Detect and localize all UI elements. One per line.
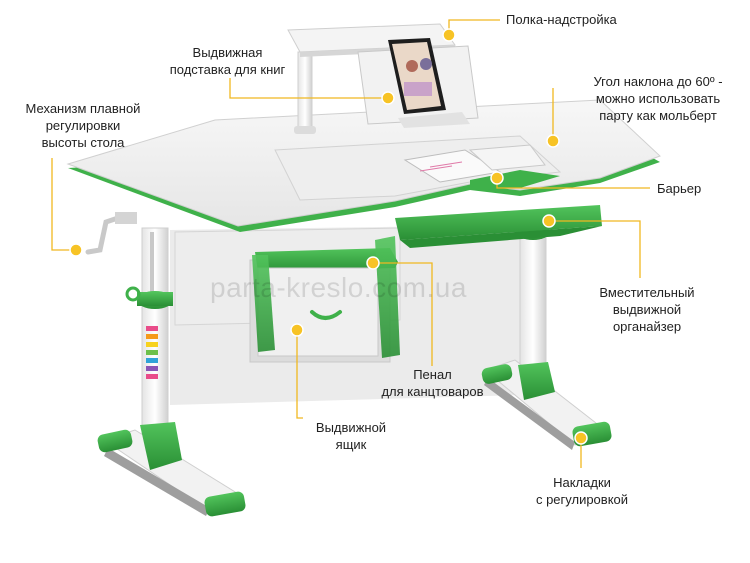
desk-top <box>66 99 661 232</box>
callout-book-stand: Выдвижная подставка для книг <box>169 45 286 77</box>
marker-tilt <box>546 134 560 148</box>
marker-shelf <box>442 28 456 42</box>
callout-shelf: Полка-надстройка <box>506 12 617 27</box>
callout-pads: Накладки с регулировкой <box>535 475 629 507</box>
marker-height-mechanism <box>69 243 83 257</box>
drawer-housing <box>174 227 401 363</box>
right-foot <box>481 359 612 450</box>
organizer <box>395 205 602 248</box>
crank-handle <box>85 212 137 255</box>
callout-barrier: Барьер <box>657 181 702 196</box>
callout-pencil-case: Пенал для канцтоваров <box>381 367 484 399</box>
callout-height-mechanism: Механизм плавной регулировки высоты стол… <box>25 101 141 150</box>
left-leg <box>125 227 173 439</box>
marker-book-stand <box>381 91 395 105</box>
marker-pencil-case <box>366 256 380 270</box>
callout-organizer: Вместительный выдвижной органайзер <box>599 285 695 334</box>
left-foot <box>97 422 246 517</box>
callout-drawer: Выдвижной ящик <box>315 420 387 452</box>
marker-pads <box>574 431 588 445</box>
book-stand <box>357 38 479 128</box>
marker-drawer <box>290 323 304 337</box>
watermark-text: parta-kreslo.com.ua <box>210 272 467 303</box>
marker-barrier <box>490 171 504 185</box>
callout-tilt-angle: Угол наклона до 60º - можно использовать… <box>593 74 723 123</box>
marker-dots <box>69 28 588 445</box>
marker-organizer <box>542 214 556 228</box>
